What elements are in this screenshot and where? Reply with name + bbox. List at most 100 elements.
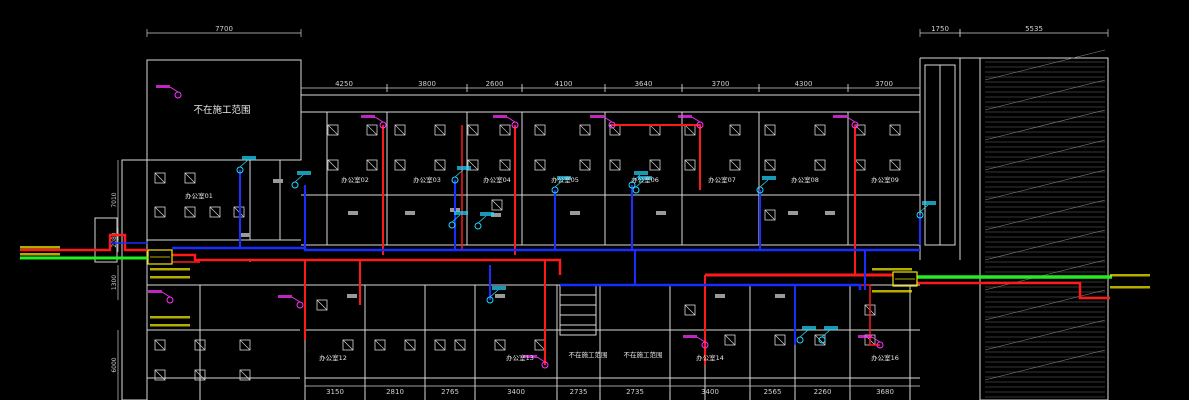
office-label-08: 办公室08 — [791, 175, 819, 184]
ceiling-light-icon — [649, 159, 661, 171]
supply-diffuser-icon — [474, 212, 494, 230]
ceiling-light-icon — [729, 159, 741, 171]
exhaust-diffuser-icon — [493, 115, 519, 129]
dim-label-bottom: 3400 — [701, 388, 719, 396]
vent-grille-icon — [715, 294, 725, 298]
note-leader-mark — [150, 324, 190, 327]
ceiling-light-icon — [854, 124, 866, 136]
vent-grille-icon — [775, 294, 785, 298]
office-label-04: 办公室04 — [483, 175, 511, 184]
ceiling-light-icon — [194, 339, 206, 351]
air-diffusers — [20, 85, 1150, 369]
supply-diffuser-icon — [486, 286, 506, 304]
ceiling-light-icon — [724, 334, 736, 346]
hatch-diag — [984, 169, 1106, 201]
hatch-diag — [984, 49, 1106, 81]
ceiling-light-icon — [327, 124, 339, 136]
fan-unit-right — [892, 271, 918, 287]
ceiling-light-icon — [209, 206, 221, 218]
dim-label-top: 5535 — [1025, 25, 1043, 33]
office-label-02: 办公室02 — [341, 175, 369, 184]
ceiling-light-icon — [154, 369, 166, 381]
vent-grille-icon — [273, 179, 283, 183]
dim-label-top: 3800 — [418, 80, 436, 88]
ceiling-light-icon — [494, 339, 506, 351]
dim-label-top: 4300 — [795, 80, 813, 88]
ceiling-light-icon — [491, 199, 503, 211]
exhaust-diffuser-icon — [678, 115, 704, 129]
supply-duct-left-inlet — [20, 233, 148, 252]
dim-label-top: 3640 — [635, 80, 653, 88]
supply-diffuser-icon — [291, 171, 311, 189]
note-leader-mark — [150, 316, 190, 319]
ceiling-light-icon — [534, 339, 546, 351]
note-leader-mark — [872, 290, 912, 293]
ceiling-light-icon — [814, 334, 826, 346]
hatch-diag — [984, 199, 1106, 231]
dim-label-top: 4250 — [335, 80, 353, 88]
supply-diffuser-icon — [916, 201, 936, 219]
hatch-diag — [984, 319, 1106, 351]
ceiling-light-icon — [316, 299, 328, 311]
ceiling-light-icon — [649, 124, 661, 136]
ceiling-light-icon — [684, 124, 696, 136]
excluded-lower-label-2: 不在施工范围 — [624, 350, 663, 359]
roof-hatch — [984, 49, 1106, 398]
ceiling-light-icon — [579, 124, 591, 136]
note-leader-mark — [20, 246, 60, 249]
office-label-12: 办公室12 — [319, 353, 347, 362]
ceiling-fixtures — [154, 124, 901, 381]
hatch-diag — [984, 229, 1106, 261]
ceiling-light-icon — [467, 159, 479, 171]
ceiling-light-icon — [154, 339, 166, 351]
dim-label-bottom: 2260 — [814, 388, 832, 396]
exhaust-diffuser-icon — [523, 355, 549, 369]
office-label-09: 办公室09 — [871, 175, 899, 184]
ceiling-light-icon — [499, 124, 511, 136]
ceiling-light-icon — [394, 124, 406, 136]
supply-diffuser-icon — [818, 326, 838, 344]
office-label-13: 办公室13 — [506, 353, 534, 362]
ceiling-light-icon — [889, 124, 901, 136]
note-leader-mark — [1110, 286, 1150, 289]
note-leader-mark — [872, 268, 912, 271]
dim-label-top: 3700 — [712, 80, 730, 88]
vent-grille-icon — [495, 294, 505, 298]
vent-grille-icon — [240, 233, 250, 237]
ceiling-light-icon — [764, 209, 776, 221]
return-duct-lower — [560, 283, 862, 290]
office-label-14: 办公室14 — [696, 353, 724, 362]
ceiling-light-icon — [609, 159, 621, 171]
supply-diffuser-icon — [551, 176, 571, 194]
ceiling-light-icon — [394, 159, 406, 171]
excluded-lower-label-1: 不在施工范围 — [569, 350, 608, 359]
office-label-01: 办公室01 — [185, 191, 213, 200]
ceiling-light-icon — [184, 172, 196, 184]
hatch-diag — [984, 349, 1106, 381]
dim-label-top: 2600 — [486, 80, 504, 88]
ceiling-light-icon — [434, 159, 446, 171]
ceiling-light-icon — [404, 339, 416, 351]
wall-lines — [94, 57, 1109, 400]
ceiling-light-icon — [764, 159, 776, 171]
note-leader-mark — [1110, 274, 1150, 277]
exhaust-diffuser-icon — [590, 115, 616, 129]
hatch-diag — [984, 259, 1106, 291]
ceiling-light-icon — [194, 369, 206, 381]
vent-grille-icon — [405, 211, 415, 215]
dim-label-bottom: 2735 — [570, 388, 588, 396]
dim-label-top: 4100 — [555, 80, 573, 88]
note-leader-mark — [150, 268, 190, 271]
office-label-06: 办公室06 — [631, 175, 659, 184]
supply-diffuser-icon — [451, 166, 471, 184]
dim-label-top: 3700 — [875, 80, 893, 88]
ceiling-light-icon — [374, 339, 386, 351]
dim-label-bottom: 2765 — [441, 388, 459, 396]
return-duct-main — [172, 246, 920, 252]
office-label-07: 办公室07 — [708, 175, 736, 184]
office-label-05: 办公室05 — [551, 175, 579, 184]
supply-diffuser-icon — [632, 176, 652, 194]
ceiling-light-icon — [534, 124, 546, 136]
